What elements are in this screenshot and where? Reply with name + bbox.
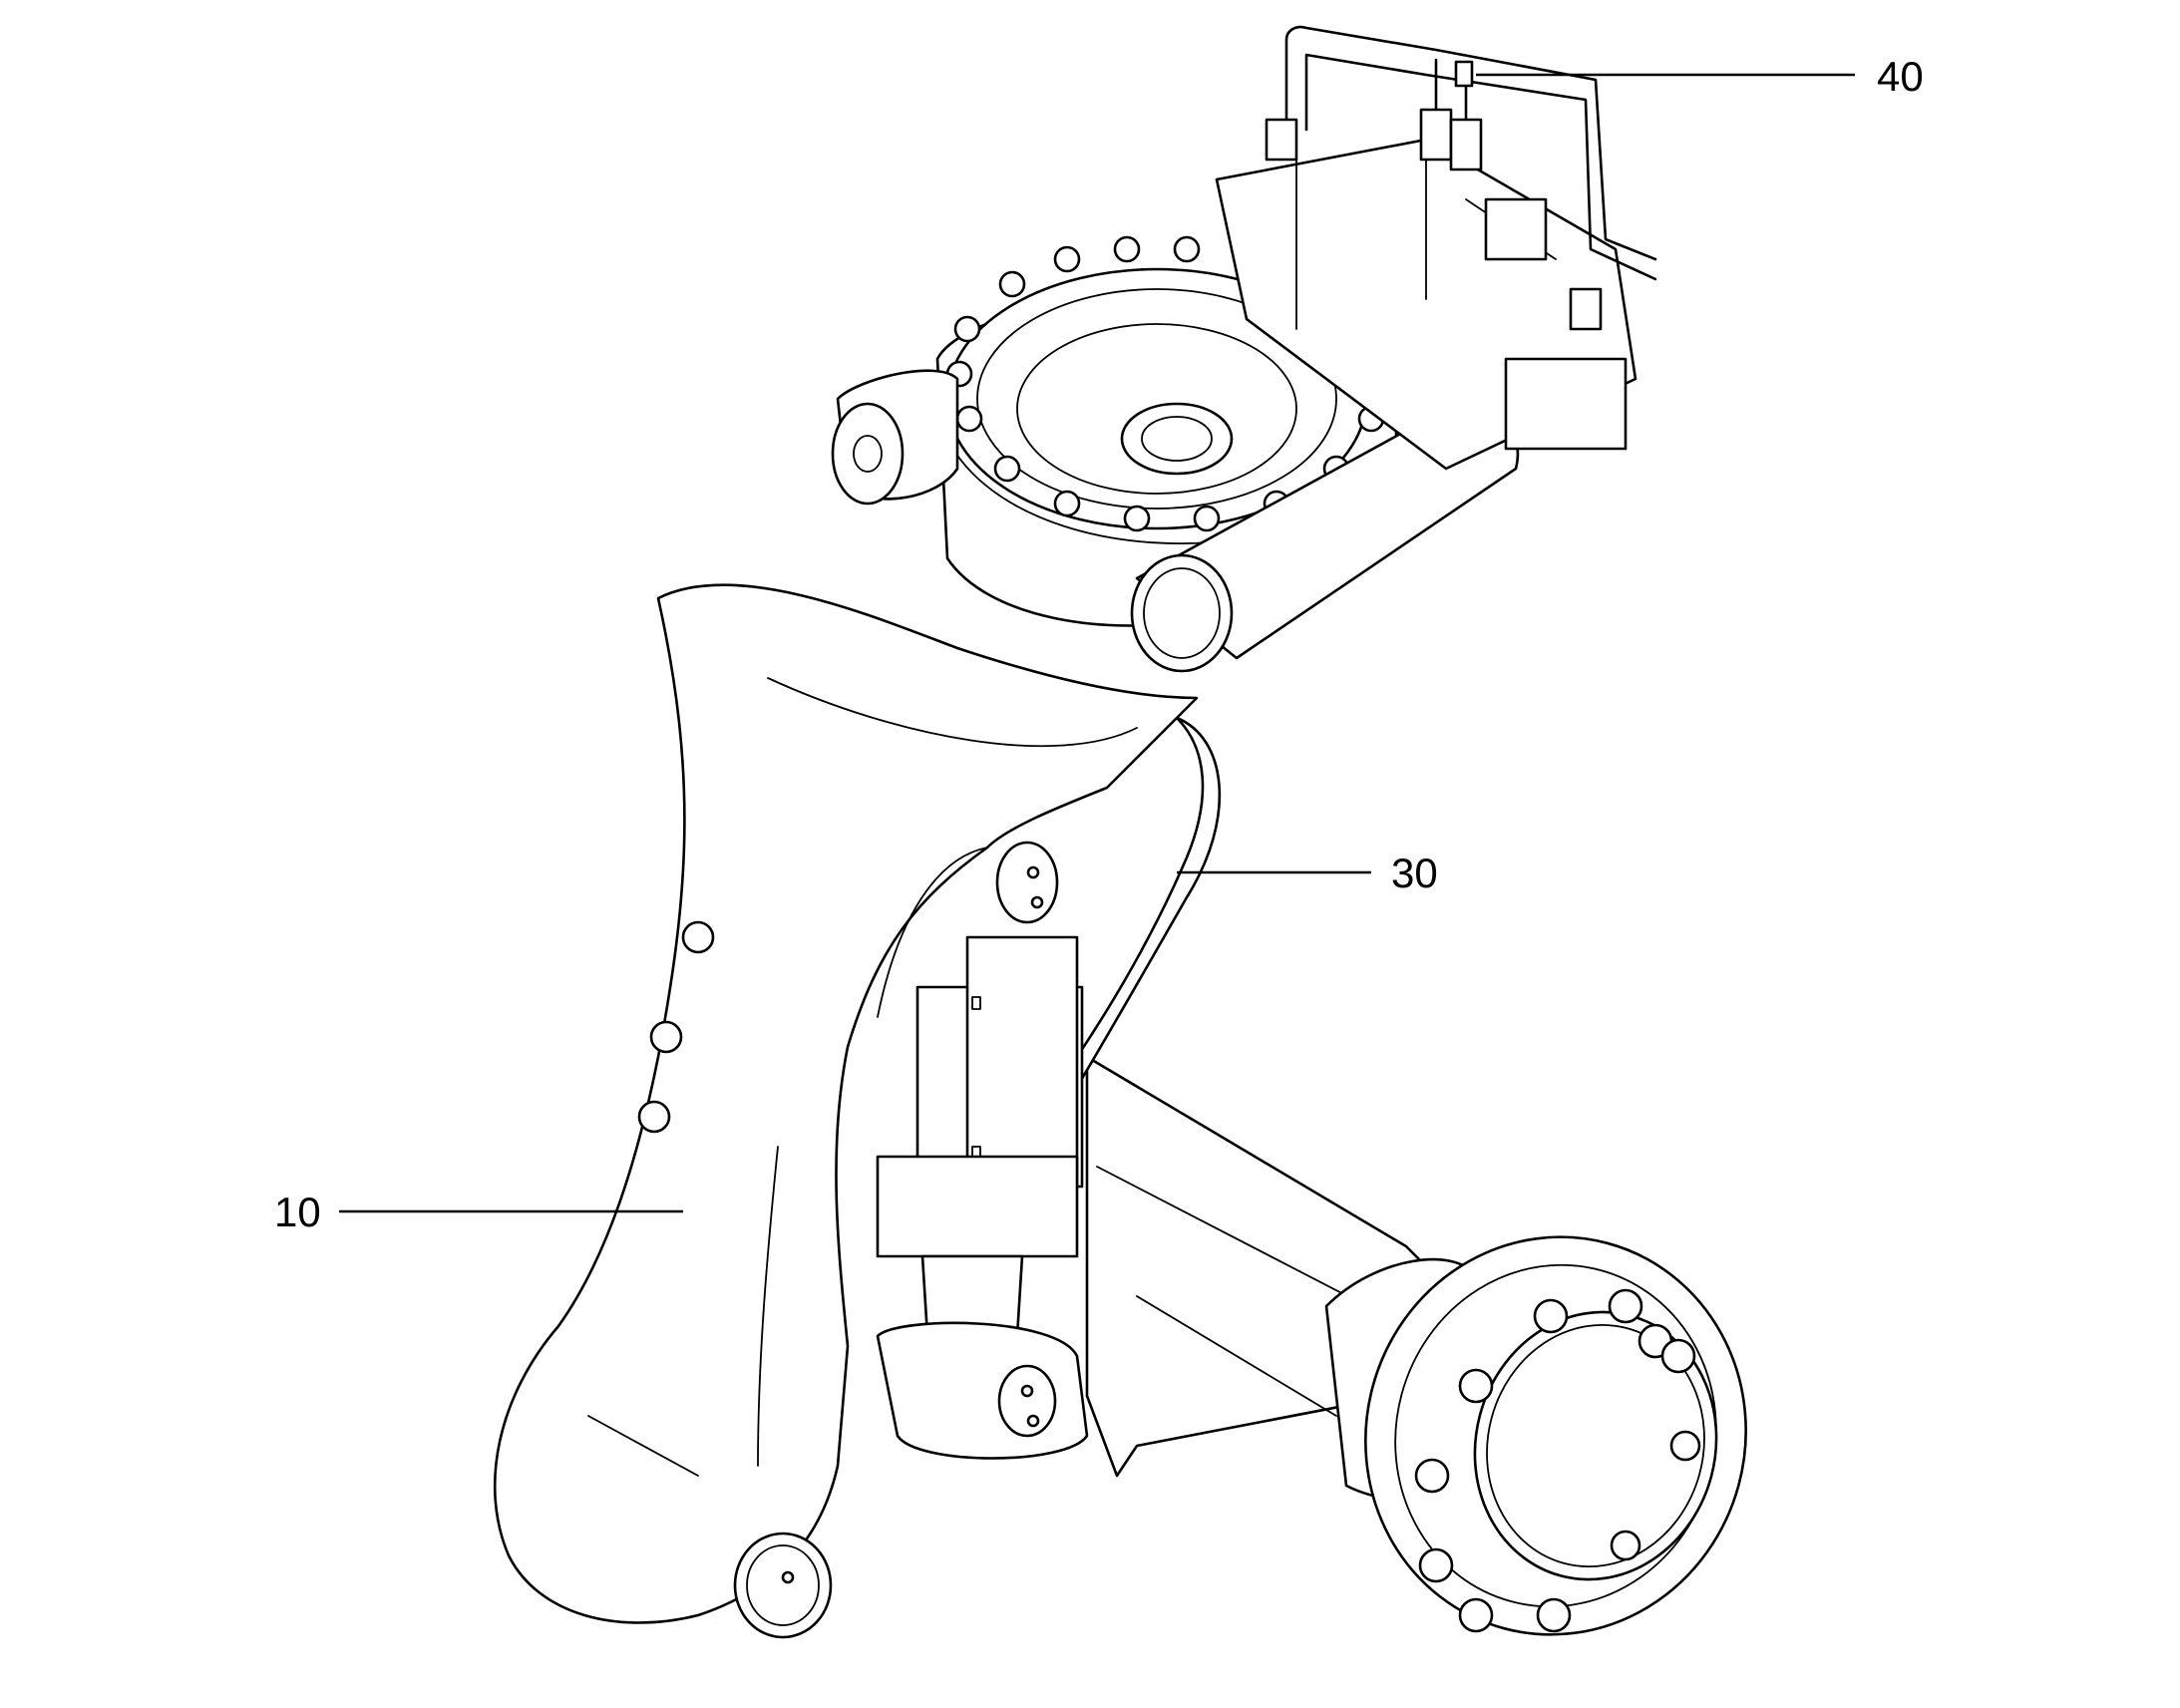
strut bbox=[876, 716, 1222, 1460]
callout-30-label: 30 bbox=[1391, 850, 1438, 896]
callout-40: 40 bbox=[1476, 53, 1924, 100]
valve-block bbox=[1215, 25, 1657, 471]
callout-40-label: 40 bbox=[1877, 53, 1924, 100]
swing-arm bbox=[493, 583, 1199, 1639]
hub-bolts bbox=[1414, 1288, 1701, 1633]
callout-10-label: 10 bbox=[274, 1189, 321, 1235]
wheel-hub bbox=[1324, 1235, 1747, 1636]
callout-10: 10 bbox=[274, 1189, 683, 1235]
callout-30: 30 bbox=[1177, 850, 1438, 896]
